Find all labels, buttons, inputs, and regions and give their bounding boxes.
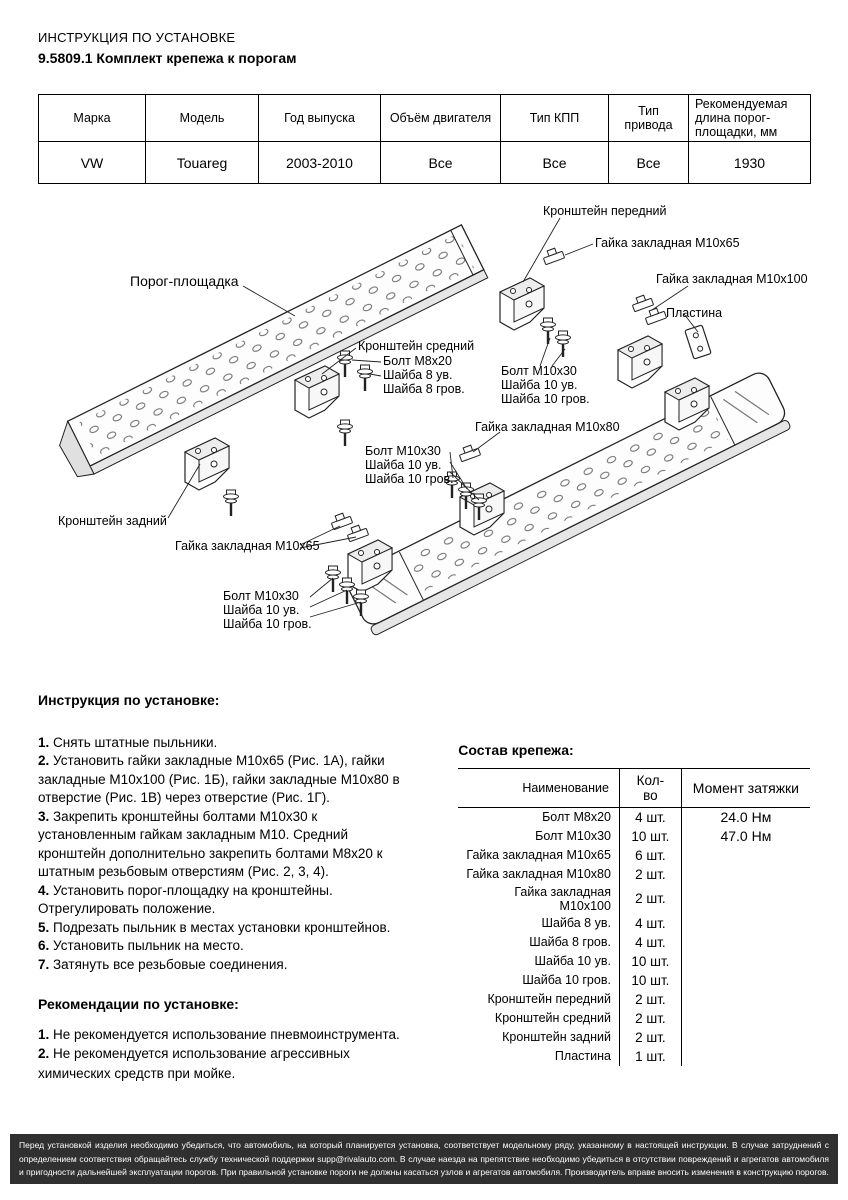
hw-col-header: Момент затяжки [681,768,810,808]
doc-subtitle: 9.5809.1 Комплект крепежа к порогам [38,50,297,66]
spec-col-header: Марка [38,94,146,142]
instructions-steps: 1. Снять штатные пыльники. 2. Установить… [38,734,414,974]
spec-col-header: Объём двигателя [380,94,501,142]
label-middle-bracket: Кронштейн средний [358,339,475,353]
hardware-table: Наименование Кол-во Момент затяжки Болт … [458,768,810,1066]
slidenut-part [541,245,566,266]
spec-header-row: Марка Модель Год выпуска Объём двигателя… [38,94,811,142]
bracket-middle-part [294,365,340,419]
running-board-bottom [346,372,791,636]
bracket-rear-part [184,437,230,491]
hw-col-header: Наименование [458,768,620,808]
spec-col-header: Тип КПП [500,94,609,142]
spec-cell: Все [500,141,609,184]
exploded-view-diagram: Порог-площадка Кронштейн передний Гайка … [0,198,848,676]
label-running-board: Порог-площадка [130,273,239,289]
hardware-row: Шайба 10 гров.10 шт. [458,970,810,990]
diagram-drawing [59,217,791,636]
recommendations-list: 1. Не рекомендуется использование пневмо… [38,1025,414,1082]
spec-col-header: Модель [145,94,259,142]
spec-cell: Touareg [145,141,259,184]
label-bolt-m10-front: Болт М10х30 Шайба 10 ув. Шайба 10 гров. [501,364,590,406]
bolt-part [554,329,572,359]
label-plate: Пластина [666,306,723,320]
spec-col-header: Рекомендуемая длина порог-площадки, мм [688,94,811,142]
spec-cell: 1930 [688,141,811,184]
instruction-step: 7. Затянуть все резьбовые соединения. [38,956,288,972]
label-nut-m10x65-bottom: Гайка закладная М10х65 [175,539,320,553]
legal-footer: Перед установкой изделия необходимо убед… [10,1134,838,1184]
spec-cell: Все [380,141,501,184]
hardware-header-row: Наименование Кол-во Момент затяжки [458,768,810,808]
slidenut-part [457,442,482,463]
slidenut-part [630,292,655,313]
instruction-step: 2. Установить гайки закладные М10х65 (Ри… [38,753,400,806]
bracket-front-part [499,277,545,331]
label-bolt-m10-rear: Болт М10х30 Шайба 10 ув. Шайба 10 гров. [223,589,312,631]
recommendations-title: Рекомендации по установке: [38,996,239,1013]
slidenut-part [329,510,354,531]
hw-col-header: Кол-во [618,768,682,808]
bolt-part [336,418,354,448]
slidenut-part [345,522,370,543]
hardware-row: Шайба 8 гров.4 шт. [458,932,810,952]
leader-lines [167,217,699,618]
label-bolt-m8-group: Болт М8х20 Шайба 8 ув. Шайба 8 гров. [383,354,465,396]
spec-col-header: Год выпуска [258,94,381,142]
bolt-part [336,349,354,379]
bolt-part [324,564,342,594]
instruction-step: 1. Снять штатные пыльники. [38,735,218,750]
doc-title: ИНСТРУКЦИЯ ПО УСТАНОВКЕ [38,30,236,45]
bolt-part [356,363,374,393]
vehicle-spec-table: Марка Модель Год выпуска Объём двигателя… [38,94,811,184]
instructions-column: Инструкция по установке: 1. Снять штатны… [38,692,414,1083]
bracket-front-right-part [617,335,663,389]
instruction-step: 4. Установить порог-площадку на кронштей… [38,882,333,917]
spec-col-header: Тип привода [608,94,689,142]
label-rear-bracket: Кронштейн задний [58,514,167,528]
bolt-part [222,488,240,518]
plate-part [684,324,712,360]
label-nut-m10x65-top: Гайка закладная М10х65 [595,236,740,250]
hardware-column: Состав крепежа: Наименование Кол-во Моме… [458,742,810,1083]
instruction-step: 3. Закрепить кронштейны болтами М10х30 к… [38,808,383,880]
recommendation-item: 2. Не рекомендуется использование агресс… [38,1046,350,1081]
label-nut-m10x100: Гайка закладная М10х100 [656,272,808,286]
slidenut-part [643,305,668,326]
recommendation-item: 1. Не рекомендуется использование пневмо… [38,1027,400,1043]
spec-cell: VW [38,141,146,184]
spec-cell: 2003-2010 [258,141,381,184]
spec-data-row: VW Touareg 2003-2010 Все Все Все 1930 [38,141,811,184]
label-front-bracket: Кронштейн передний [543,204,667,218]
bolt-part [539,316,557,346]
label-bolt-m10-mid: Болт М10х30 Шайба 10 ув. Шайба 10 гров. [365,444,454,486]
hardware-title: Состав крепежа: [458,742,574,758]
hardware-row: Шайба 10 ув.10 шт. [458,951,810,971]
text-columns: Инструкция по установке: 1. Снять штатны… [38,692,810,1083]
label-nut-m10x80: Гайка закладная М10х80 [475,420,620,434]
instructions-title: Инструкция по установке: [38,692,220,708]
spec-cell: Все [608,141,689,184]
instruction-step: 5. Подрезать пыльник в местах установки … [38,919,391,935]
hardware-row: Шайба 8 ув.4 шт. [458,913,810,933]
instruction-step: 6. Установить пыльник на место. [38,938,244,954]
running-board-top [59,224,489,478]
